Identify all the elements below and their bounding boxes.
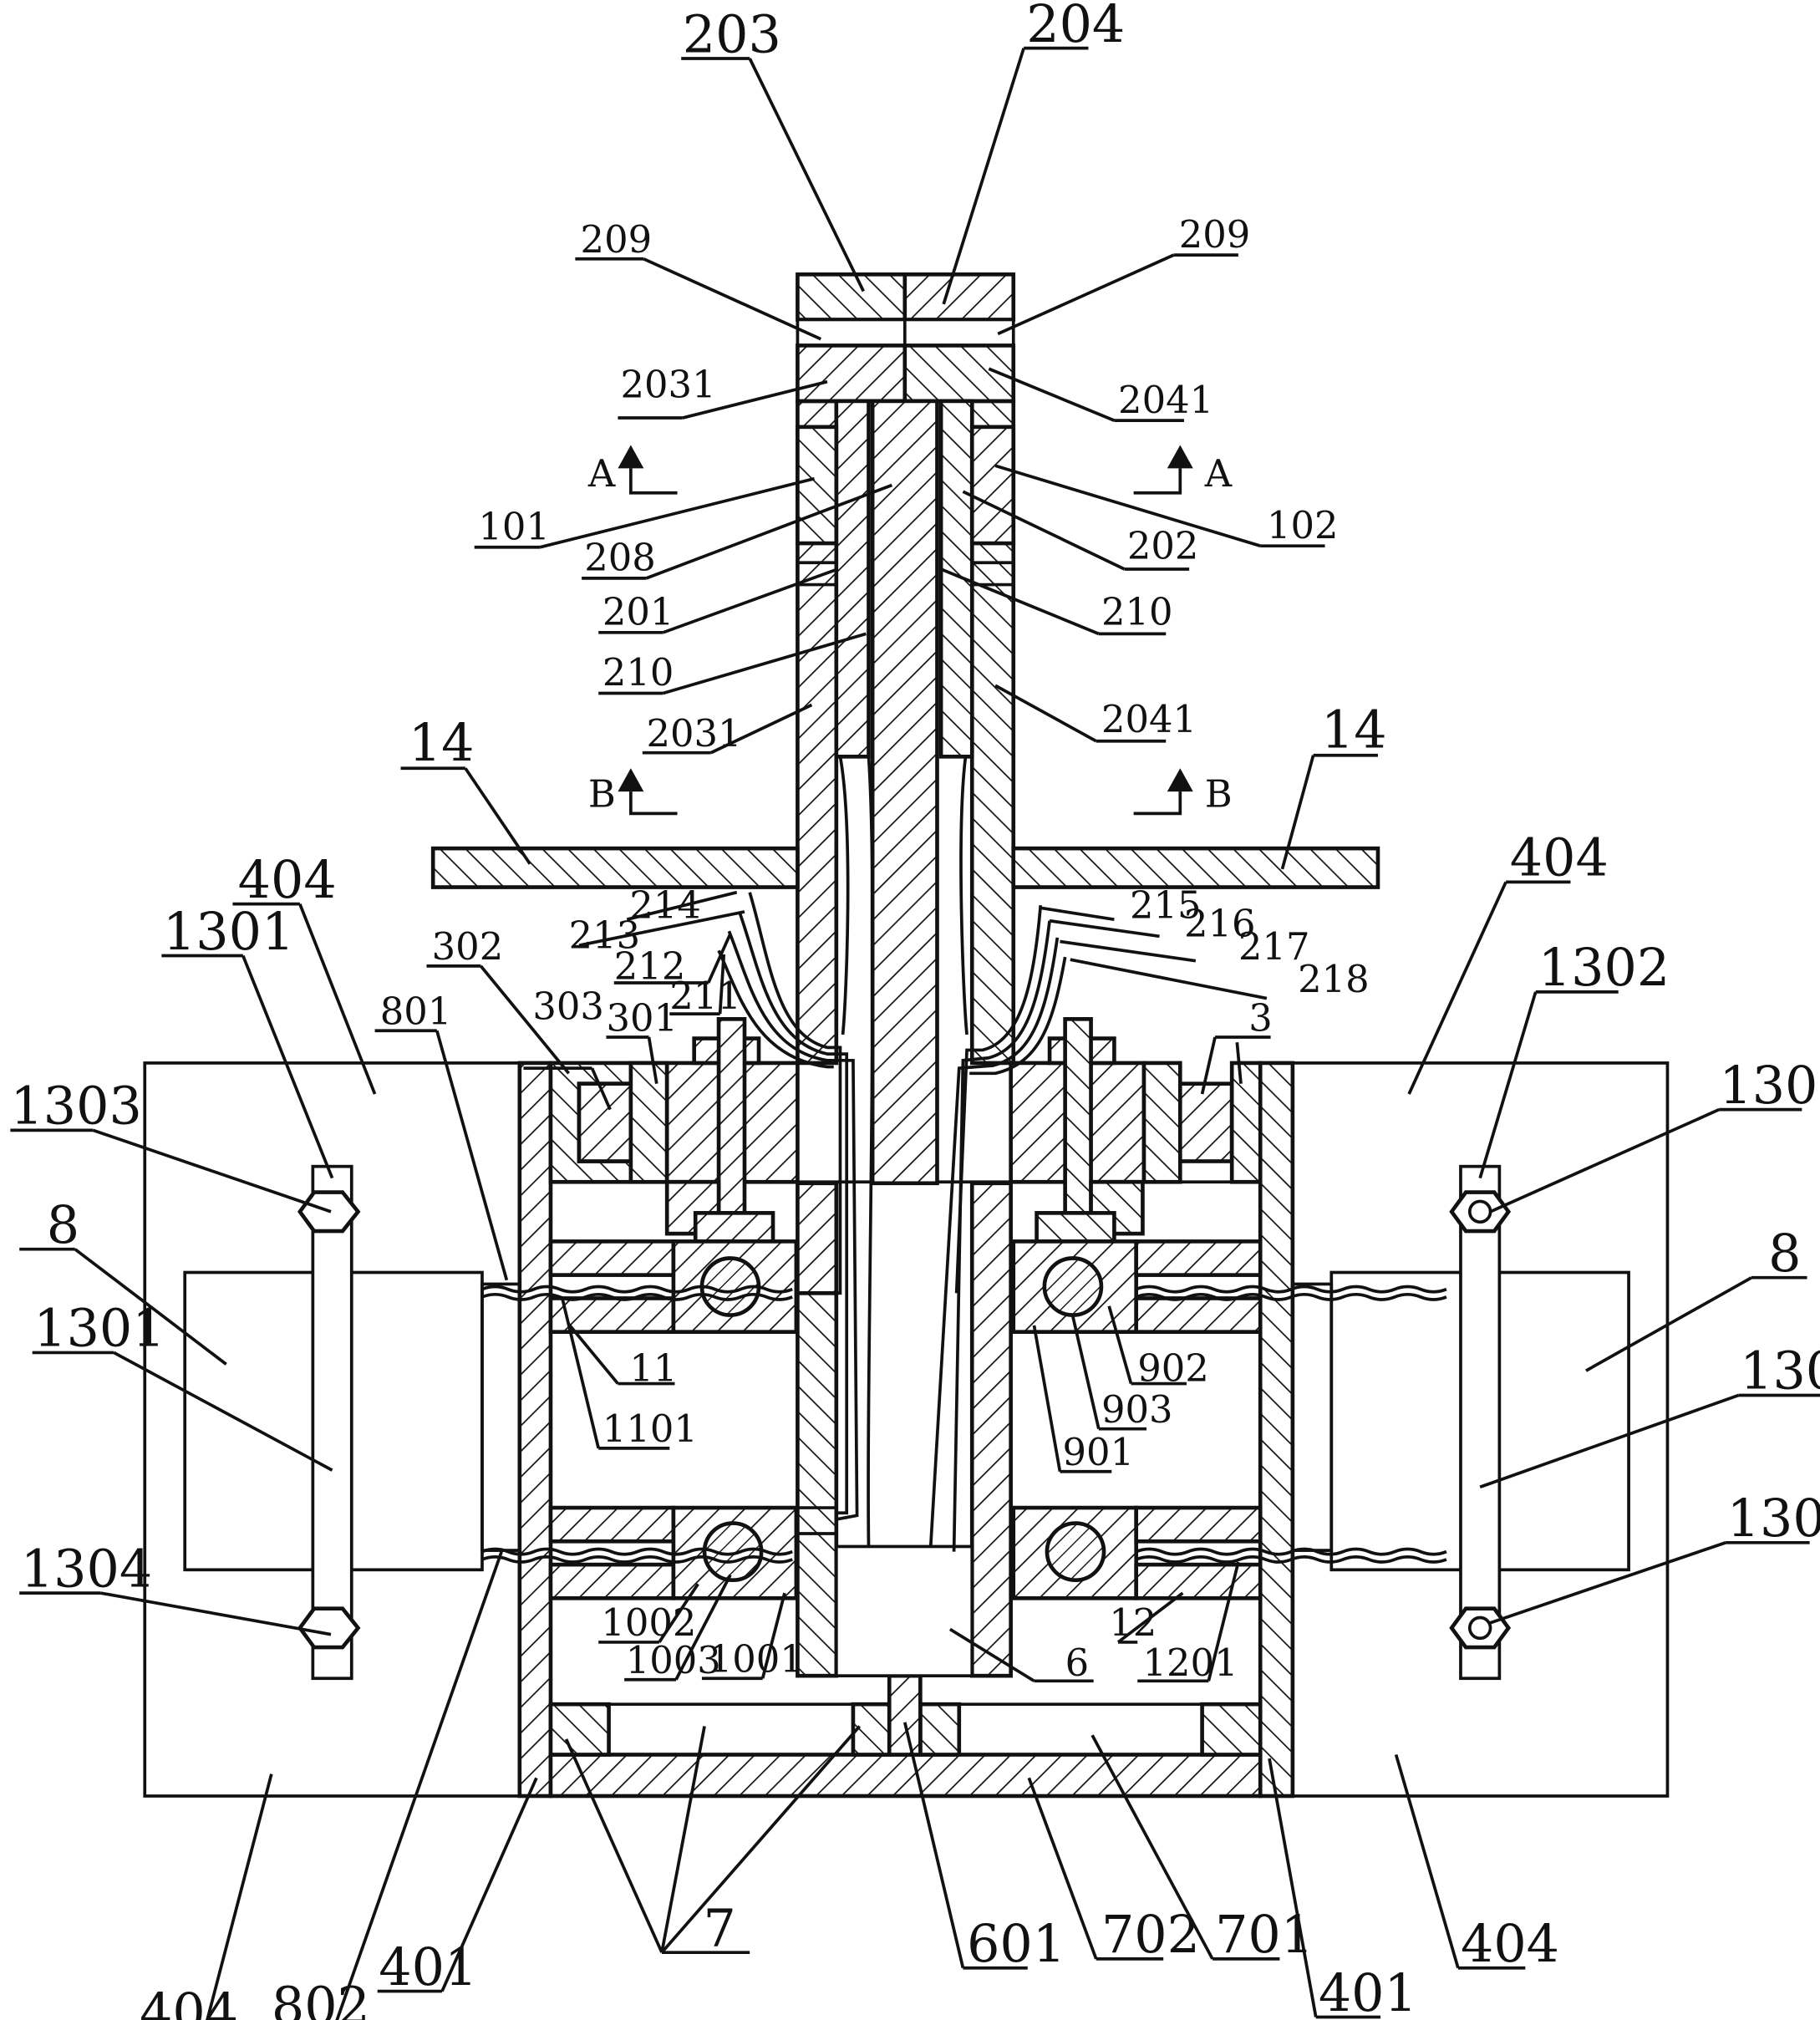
- label-1002: 1002: [601, 1600, 696, 1645]
- label-404-bottom-right: 404: [1461, 1914, 1559, 1974]
- label-209-right: 209: [1179, 212, 1251, 257]
- label-1001: 1001: [709, 1637, 804, 1682]
- housing-wall-401: [517, 1061, 1295, 1799]
- flexible-shaft: [481, 1285, 1447, 1564]
- wire-bundle: [717, 756, 1067, 1552]
- label-204: 204: [1026, 0, 1125, 54]
- label-210-left: 210: [602, 650, 674, 695]
- clamp-bar-1301: [297, 1164, 361, 1681]
- upper-bearing-11: [548, 1239, 799, 1334]
- label-3: 3: [1248, 995, 1273, 1040]
- inner-casing: [796, 1181, 1013, 1678]
- label-203: 203: [683, 4, 781, 64]
- label-7: 7: [704, 1898, 736, 1958]
- motor-8: [183, 1270, 1630, 1572]
- label-903: 903: [1101, 1387, 1173, 1432]
- label-14-left: 14: [409, 713, 475, 773]
- label-901: 901: [1063, 1430, 1135, 1474]
- shaft-601: [887, 1673, 923, 1757]
- label-902: 902: [1137, 1346, 1209, 1390]
- callout-labels: 203 204 209 209 2031 2041 101 102 208 20…: [10, 0, 1820, 2020]
- label-1302-top: 1302: [1538, 938, 1670, 998]
- label-2031-top: 2031: [621, 362, 716, 406]
- label-301: 301: [606, 995, 678, 1040]
- label-101: 101: [478, 504, 550, 548]
- label-201: 201: [602, 590, 674, 634]
- upper-bearing-9: [1011, 1239, 1263, 1334]
- label-12: 12: [1109, 1600, 1157, 1645]
- section-b-right: B: [1205, 772, 1233, 817]
- lower-bearing-12: [1011, 1505, 1263, 1600]
- label-2031-bottom: 2031: [646, 711, 741, 756]
- label-401-left: 401: [379, 1937, 477, 1997]
- label-404-top-right: 404: [1510, 828, 1609, 888]
- label-702: 702: [1101, 1905, 1200, 1965]
- support-block-7: [548, 1702, 1263, 1757]
- label-8-left: 8: [47, 1195, 79, 1255]
- label-1003: 1003: [626, 1638, 721, 1682]
- label-208: 208: [584, 536, 656, 580]
- label-11: 11: [629, 1346, 677, 1390]
- label-210-right: 210: [1101, 590, 1173, 634]
- label-303: 303: [532, 984, 604, 1028]
- label-217: 217: [1238, 924, 1310, 969]
- section-mark-b: [618, 768, 1193, 816]
- label-212: 212: [614, 944, 686, 988]
- label-1101: 1101: [602, 1407, 698, 1451]
- label-1302-mid: 1302: [1740, 1341, 1820, 1402]
- clamp-bar-1302: [1449, 1164, 1512, 1681]
- label-216: 216: [1184, 901, 1256, 945]
- label-14-right: 14: [1321, 700, 1387, 760]
- base-plate-702: [548, 1753, 1263, 1799]
- label-1303-right: 1303: [1719, 1056, 1820, 1116]
- label-102: 102: [1267, 503, 1339, 547]
- label-2041-top: 2041: [1118, 378, 1213, 422]
- label-209-left: 209: [581, 217, 653, 262]
- label-1201: 1201: [1142, 1641, 1238, 1685]
- section-mark-a: [618, 445, 1193, 495]
- label-6: 6: [1065, 1641, 1090, 1685]
- label-1301-top: 1301: [163, 902, 294, 962]
- label-302: 302: [432, 924, 504, 969]
- label-214: 214: [629, 883, 701, 928]
- label-601: 601: [967, 1914, 1065, 1974]
- label-802: 802: [272, 1976, 370, 2020]
- label-202: 202: [1127, 524, 1199, 568]
- label-701: 701: [1215, 1905, 1314, 1965]
- label-404-bottom-left: 404: [140, 1982, 238, 2020]
- leader-lines: [10, 46, 1820, 2020]
- section-a-left: A: [587, 451, 616, 496]
- label-211: 211: [669, 974, 741, 1018]
- label-215: 215: [1130, 883, 1202, 928]
- label-1304-right: 1304: [1727, 1488, 1820, 1549]
- label-404-top-left: 404: [238, 850, 337, 910]
- plate-14: [430, 846, 1380, 889]
- label-218: 218: [1298, 957, 1370, 1001]
- label-8-right: 8: [1768, 1224, 1801, 1284]
- label-801: 801: [380, 990, 452, 1034]
- label-2041-bottom: 2041: [1101, 697, 1197, 741]
- label-1304-left: 1304: [21, 1539, 152, 1599]
- label-1301-mid: 1301: [33, 1299, 165, 1359]
- label-401-right: 401: [1319, 1963, 1417, 2020]
- label-213: 213: [569, 913, 641, 957]
- section-a-right: A: [1204, 451, 1233, 496]
- section-b-left: B: [588, 772, 616, 817]
- label-1303-left: 1303: [10, 1076, 141, 1137]
